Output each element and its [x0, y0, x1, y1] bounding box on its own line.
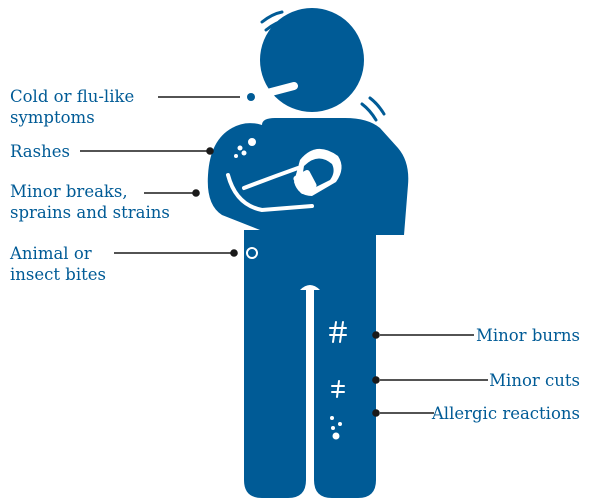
- minor-cuts-label: Minor cuts: [489, 370, 580, 391]
- minor-burns-label: Minor burns: [476, 325, 580, 346]
- cold-flu-label: Cold or flu-like symptoms: [10, 86, 134, 128]
- rashes-label: Rashes: [10, 141, 70, 162]
- minor-breaks-label: Minor breaks, sprains and strains: [10, 181, 170, 223]
- allergic-reactions-label: Allergic reactions: [432, 403, 580, 424]
- animal-bites-label: Animal or insect bites: [10, 243, 106, 285]
